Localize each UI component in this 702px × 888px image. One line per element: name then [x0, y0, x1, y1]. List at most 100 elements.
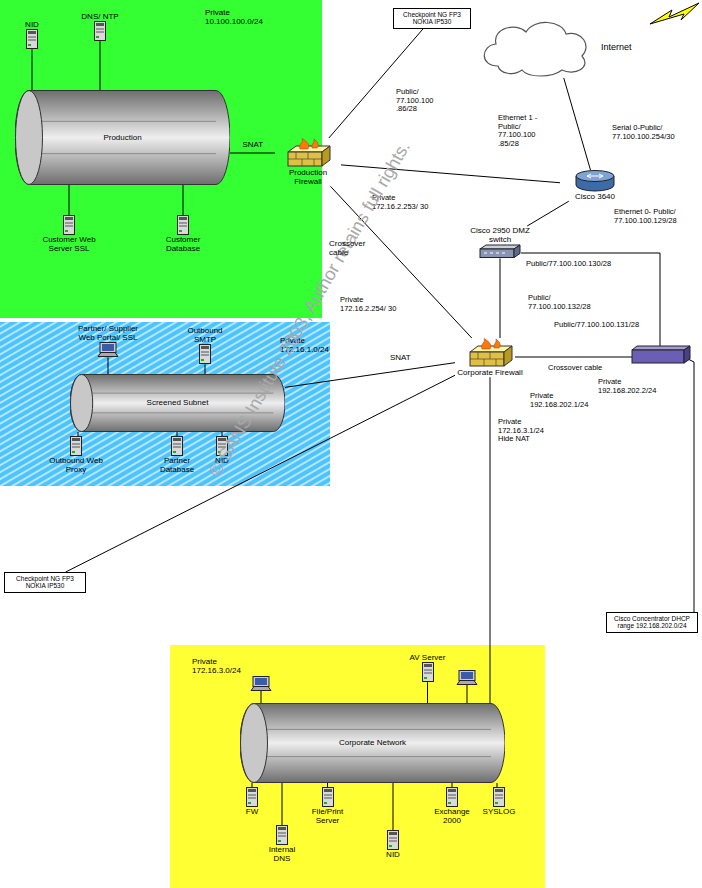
leader-line: [684, 357, 694, 612]
node-label: AV Server: [410, 653, 446, 662]
workstation-icons: [251, 671, 477, 691]
network-zone: AV ServerCorporate NetworkFW File/Print S…: [170, 645, 545, 888]
server: Exchange 2000: [428, 787, 476, 825]
network-link: [490, 377, 491, 703]
wire: [261, 691, 262, 703]
zone-fills: [0, 0, 545, 888]
fw-icon: [284, 138, 332, 168]
node-label: Exchange 2000: [428, 807, 476, 825]
callout-box: Cisco Concentrator DHCP range 192.168.20…: [606, 612, 698, 633]
node-label: NID: [386, 850, 400, 859]
network-zone: NID DNS/ NTP ProductionCustomer Web Server…: [0, 0, 322, 318]
sw-icon: [479, 244, 521, 258]
network-link: [497, 783, 498, 787]
node-label: SYSLOG: [483, 807, 516, 816]
link-label: SNAT: [390, 353, 411, 362]
node-label: Cisco 3640: [575, 192, 615, 201]
wire: [515, 357, 632, 358]
wire: [521, 253, 660, 350]
callout-box: Checkpoint NG FP3 NOKIA IP530: [4, 572, 86, 593]
firewall: Production Firewall: [275, 138, 341, 186]
node-label: Screened Subnet: [147, 398, 209, 407]
wires: [261, 253, 694, 703]
network-link: [252, 783, 253, 787]
node-label: FW: [246, 807, 258, 816]
node-label: Checkpoint NG FP3 NOKIA IP530: [397, 11, 467, 26]
server: FW: [232, 787, 272, 816]
wire: [467, 685, 468, 703]
srv-icon: [70, 436, 82, 456]
network-link: [69, 185, 70, 215]
network-link: [230, 153, 275, 154]
node-label: DNS/ NTP: [81, 12, 118, 21]
server: NID: [12, 20, 52, 49]
node-label: Internal DNS: [260, 845, 304, 863]
node-label: Cisco Concentrator DHCP range 192.168.20…: [610, 615, 694, 630]
network-link: [527, 201, 569, 226]
address-label: Crossover cable: [548, 364, 602, 373]
router-icon: [575, 170, 615, 192]
link-label: SNAT: [243, 140, 264, 149]
lightning-bolt: [650, 3, 699, 24]
address-label: Private 192.168.202.2/24: [598, 378, 674, 395]
srv-icon: [422, 662, 434, 682]
srv-icon: [246, 787, 258, 807]
node-label: Production: [103, 133, 141, 142]
laptop-icon: [97, 342, 119, 357]
node-label: Partner/ Supplier Web Portal/ SSL: [72, 324, 144, 342]
srv-icon: [177, 215, 189, 235]
server: SYSLOG: [478, 787, 520, 816]
network-link: [222, 432, 223, 436]
server: Internal DNS: [260, 825, 304, 863]
server: Customer Web Server SSL: [38, 215, 100, 253]
server: Outbound SMTP: [180, 326, 230, 364]
address-label: Public/77.100.100.131/28: [554, 321, 639, 330]
node-label: Partner Database: [148, 456, 206, 474]
srv-icon: [26, 29, 38, 49]
fw-icon: [466, 338, 514, 368]
laptop-icon: [251, 677, 271, 691]
srv-icon: [63, 215, 75, 235]
network-link: [427, 682, 428, 703]
zone-fill: [0, 0, 322, 318]
network-link: [500, 258, 501, 338]
node-label: Customer Web Server SSL: [38, 235, 100, 253]
address-label: Serial 0-Public/ 77.100.100.254/30: [612, 124, 698, 141]
srv-icon: [171, 436, 183, 456]
network-link: [108, 357, 109, 374]
server: Customer Database: [152, 215, 214, 253]
link-label: Crossover cable: [329, 239, 369, 257]
callout-box: Checkpoint NG FP3 NOKIA IP530: [393, 8, 471, 29]
network-segment: Production: [15, 90, 230, 185]
zone-fill: [170, 645, 545, 888]
node-label: Private 10.100.100.0/24: [205, 8, 267, 26]
network-link: [205, 364, 206, 374]
srv-icon: [387, 830, 399, 850]
cloud-shape: [478, 16, 593, 78]
srv-icon: [276, 825, 288, 845]
node-label: Outbound Web Proxy: [45, 456, 107, 474]
server: Partner Database: [148, 436, 206, 474]
network-link: [100, 41, 101, 90]
srv-icon: [94, 21, 106, 41]
network-link: [32, 49, 33, 90]
srv-icon: [199, 344, 211, 364]
address-label: Private 172.16.3.1/24 Hide NAT: [498, 418, 558, 444]
router: Cisco 3640: [560, 170, 630, 201]
node-label: File/Print Server: [300, 807, 355, 825]
server: DNS/ NTP: [80, 12, 120, 41]
node-label: Corporate Network: [339, 738, 406, 747]
network-link: [177, 432, 178, 436]
server: NID: [375, 830, 411, 859]
network-link: [183, 185, 184, 215]
node-label: Customer Database: [152, 235, 214, 253]
node-label: Corporate Firewall: [457, 368, 522, 377]
switch: Cisco 2950 DMZ switch: [470, 226, 530, 258]
laptop-icon: [457, 671, 477, 685]
network-segment: Corporate Network: [240, 703, 505, 783]
node-label: Cisco 2950 DMZ switch: [470, 226, 530, 244]
node-label: Internet: [601, 42, 632, 52]
node-label: Production Firewall: [275, 168, 341, 186]
node-label: Outbound SMTP: [180, 326, 230, 344]
